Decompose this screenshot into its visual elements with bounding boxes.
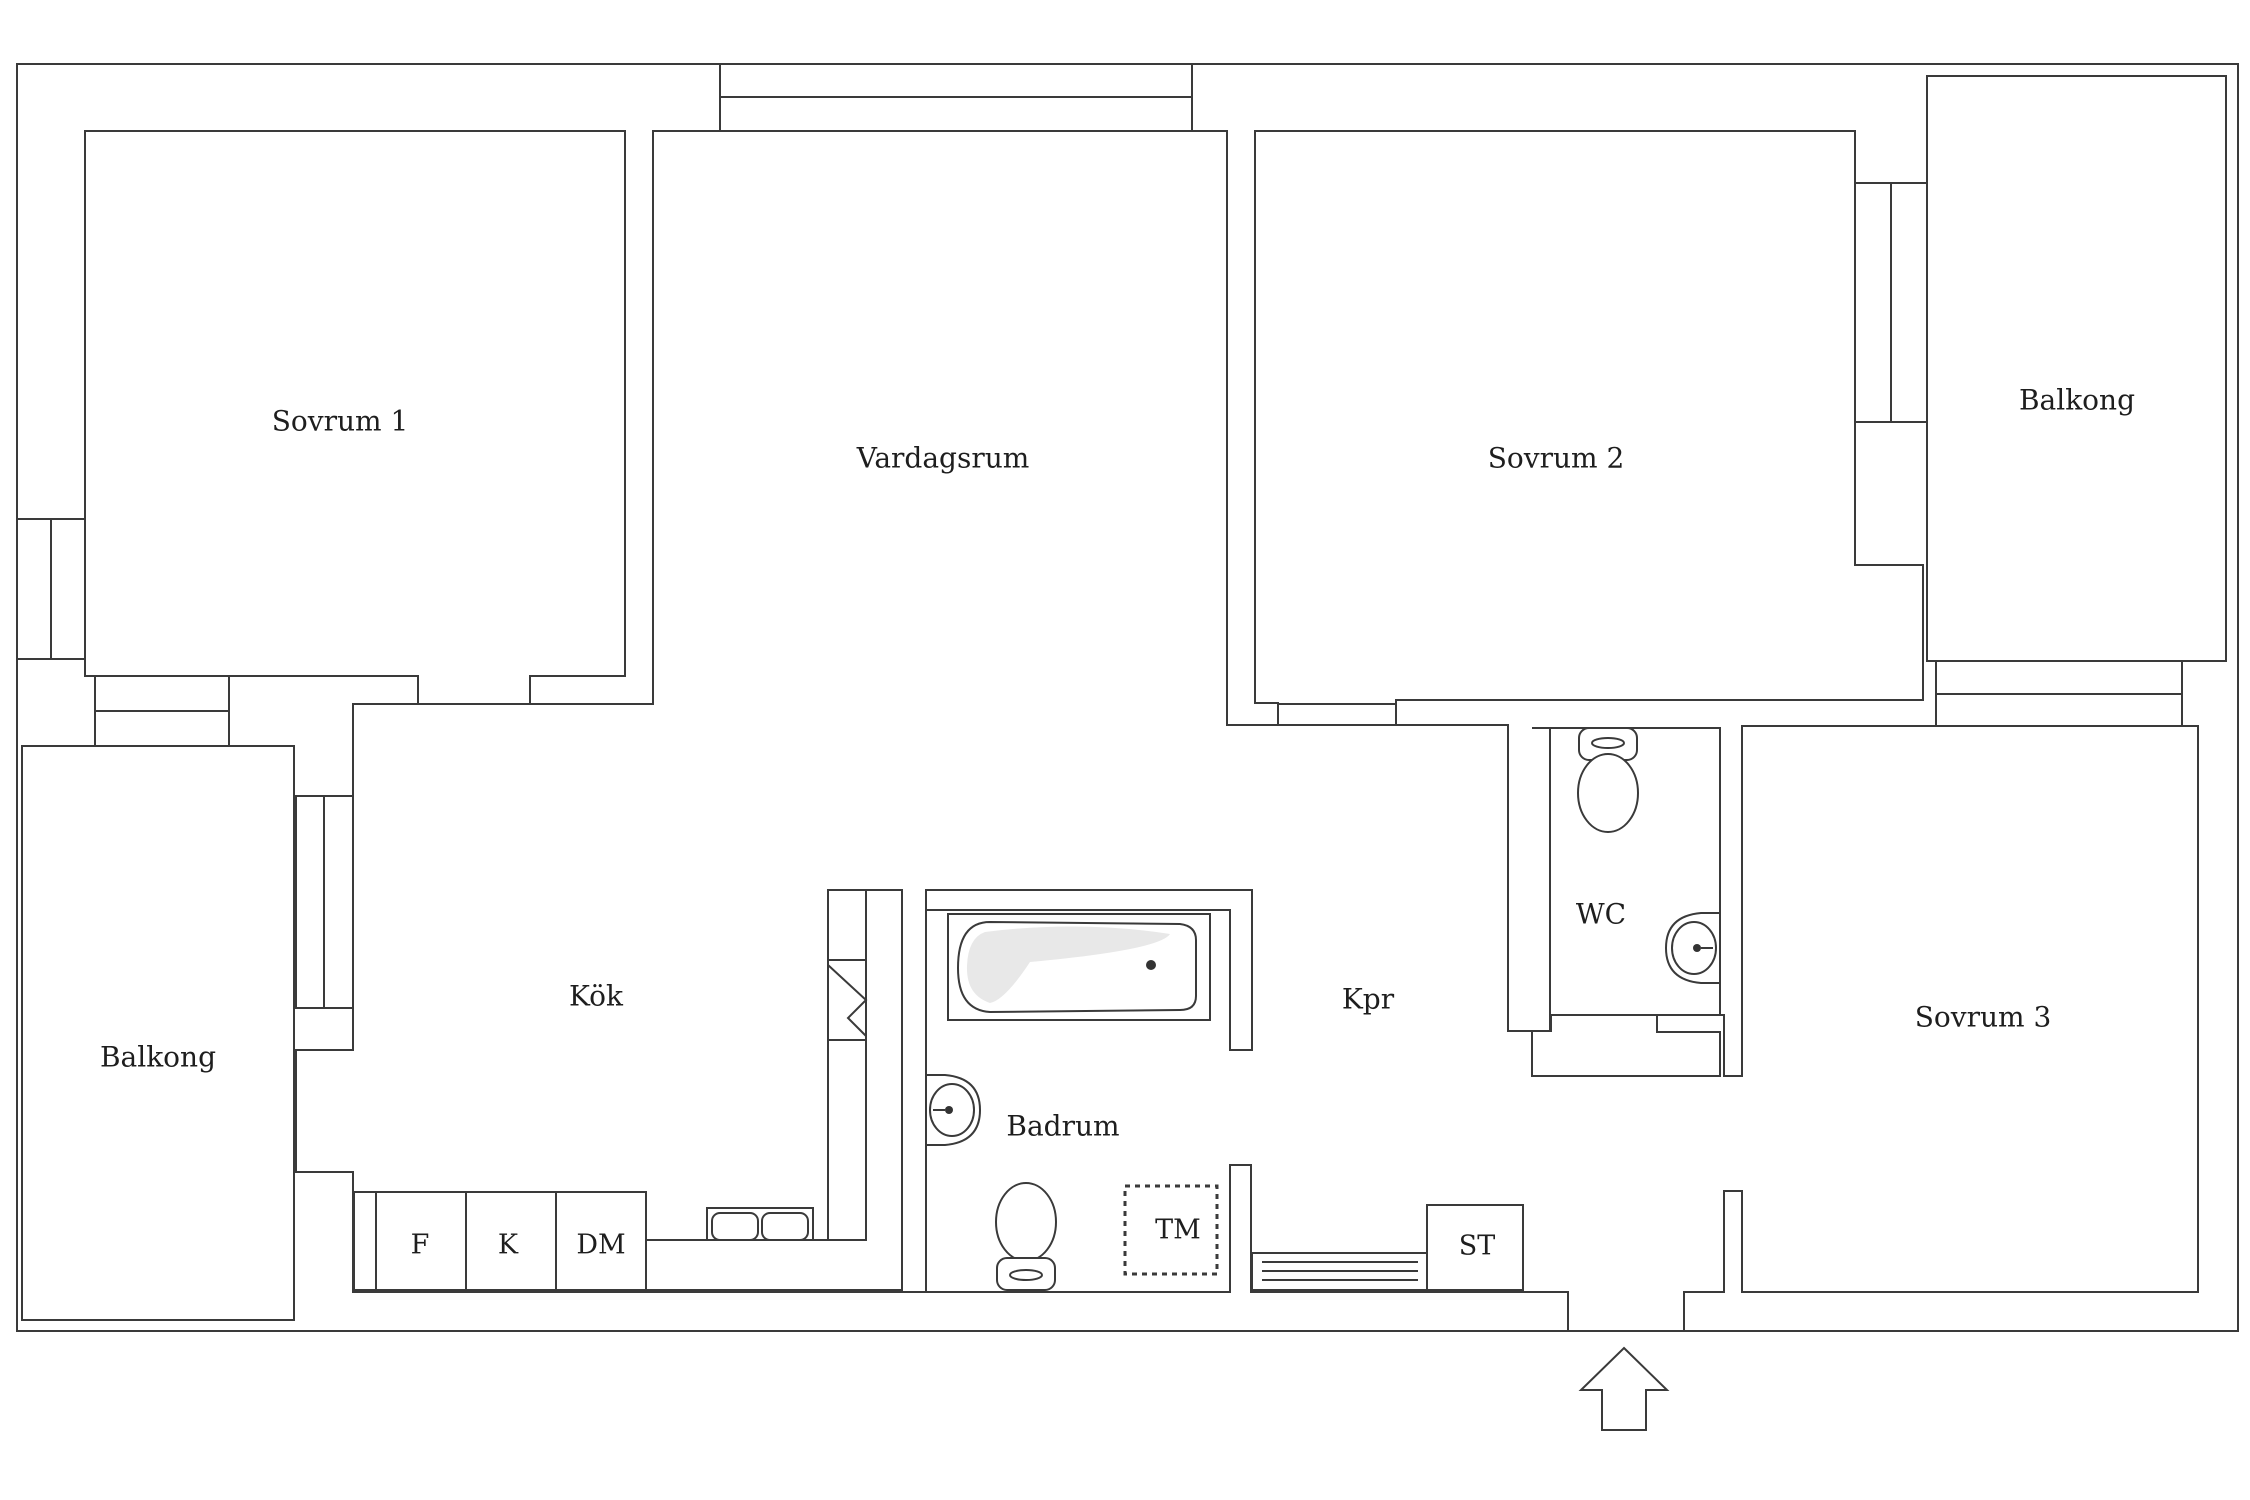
fixture-label-freezer: K	[498, 1230, 519, 1261]
room-label-balkong-right: Balkong	[2019, 384, 2135, 417]
fixture-label-dishwasher: DM	[576, 1230, 625, 1261]
room-label-kok: Kök	[569, 980, 624, 1013]
room-label-kpr: Kpr	[1342, 983, 1395, 1016]
room-label-balkong-left: Balkong	[100, 1041, 216, 1074]
room-label-sovrum-3: Sovrum 3	[1915, 1001, 2052, 1034]
room-label-wc: WC	[1576, 898, 1626, 931]
kitchen-counter	[353, 889, 903, 1291]
sink-icon	[1664, 912, 1721, 984]
fixture-label-fridge: F	[411, 1230, 430, 1261]
wall-mass	[16, 63, 2239, 1332]
bathtub-icon	[947, 913, 1211, 1021]
room-label-vardagsrum: Vardagsrum	[856, 442, 1030, 475]
room-label-sovrum-2: Sovrum 2	[1488, 442, 1625, 475]
sink-icon	[925, 1074, 982, 1146]
room-label-sovrum-1: Sovrum 1	[272, 405, 409, 438]
toilet-icon	[995, 1182, 1057, 1291]
entrance-arrow-icon	[1578, 1346, 1670, 1431]
fixture-label-storage: ST	[1459, 1231, 1496, 1262]
windows	[16, 63, 2183, 1009]
radiator-icon	[1251, 1252, 1428, 1291]
fixture-label-washing-machine: TM	[1155, 1215, 1201, 1246]
toilet-icon	[1577, 727, 1639, 833]
storage-closet	[1426, 1204, 1524, 1291]
room-label-badrum: Badrum	[1006, 1110, 1119, 1143]
stove-icon	[706, 1207, 814, 1241]
